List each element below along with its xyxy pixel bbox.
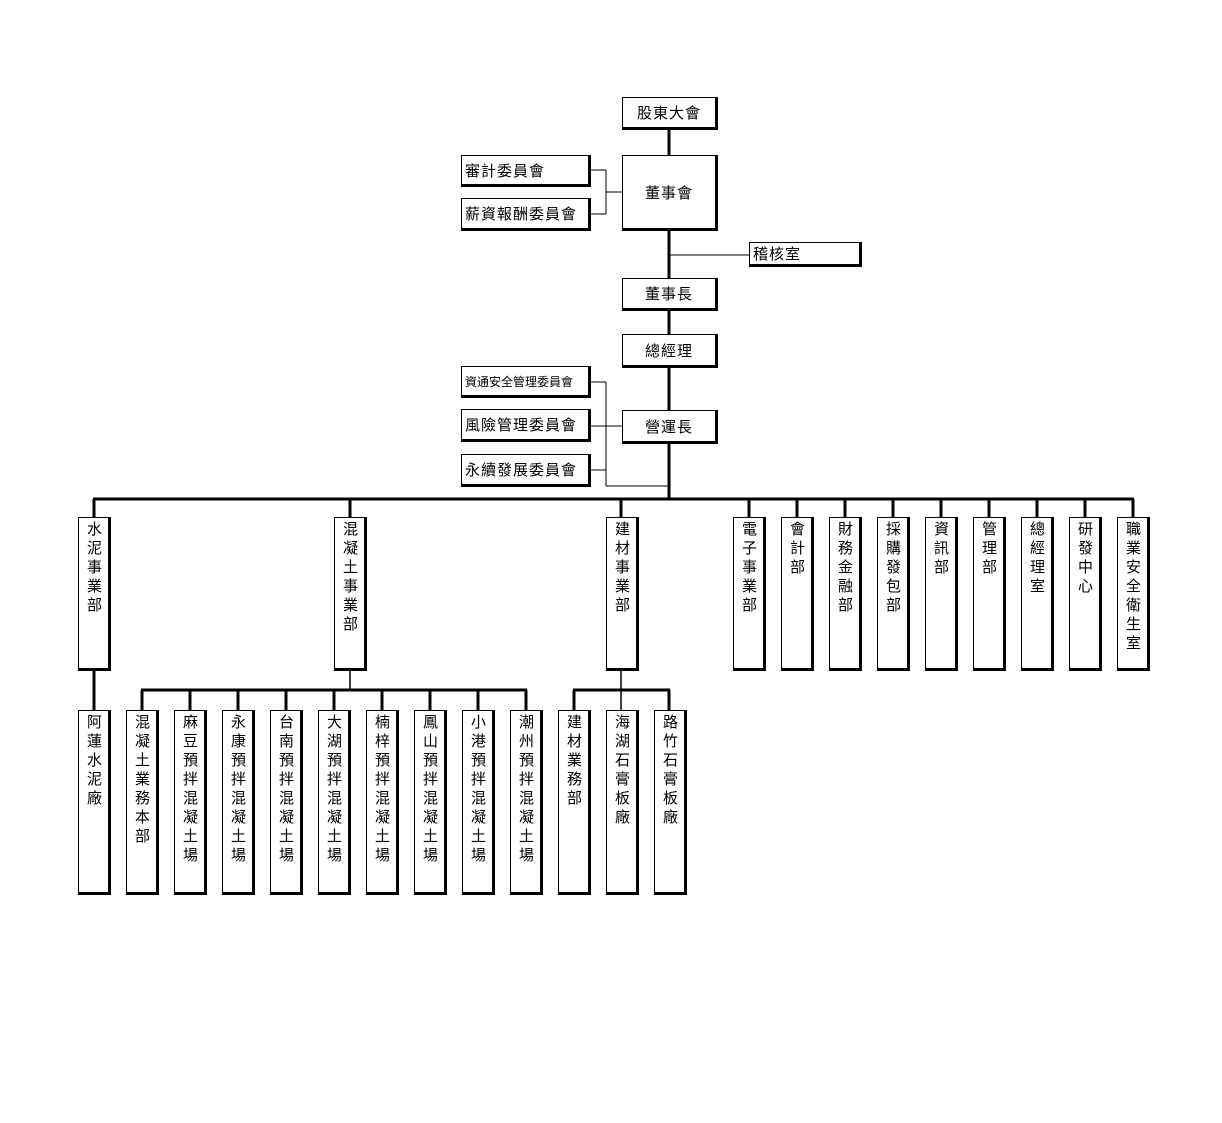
unit-concrete-business-hq-label: 混凝土業務本部 bbox=[133, 714, 151, 847]
unit-luzhu-gypsum-plant: 路竹石膏板廠 bbox=[654, 710, 687, 895]
division-cement: 水泥事業部 bbox=[78, 517, 111, 671]
division-it: 資訊部 bbox=[925, 517, 958, 671]
infosec-committee-box: 資通安全管理委員會 bbox=[461, 366, 591, 398]
shareholders-box: 股東大會 bbox=[622, 97, 718, 130]
unit-alian-cement-plant: 阿蓮水泥廠 bbox=[78, 710, 111, 895]
division-rnd-label: 研發中心 bbox=[1076, 521, 1094, 597]
unit-madou-plant: 麻豆預拌混凝土場 bbox=[174, 710, 207, 895]
unit-haihu-gypsum-plant-label: 海湖石膏板廠 bbox=[613, 714, 631, 828]
audit-committee-box: 審計委員會 bbox=[461, 155, 591, 187]
unit-tainan-plant: 台南預拌混凝土場 bbox=[270, 710, 303, 895]
risk-committee-box: 風險管理委員會 bbox=[461, 409, 591, 442]
chairman-box: 董事長 bbox=[622, 278, 718, 311]
unit-yongkang-plant-label: 永康預拌混凝土場 bbox=[229, 714, 247, 866]
unit-materials-business-dept-label: 建材業務部 bbox=[565, 714, 583, 809]
division-management-label: 管理部 bbox=[980, 521, 998, 578]
division-procurement-label: 採購發包部 bbox=[884, 521, 902, 616]
sustainability-committee-box: 永續發展委員會 bbox=[461, 454, 591, 487]
unit-haihu-gypsum-plant: 海湖石膏板廠 bbox=[606, 710, 639, 895]
internal-audit-box: 稽核室 bbox=[749, 242, 862, 267]
unit-fengshan-plant-label: 鳳山預拌混凝土場 bbox=[421, 714, 439, 866]
division-procurement: 採購發包部 bbox=[877, 517, 910, 671]
division-finance: 財務金融部 bbox=[829, 517, 862, 671]
unit-xiaogang-plant-label: 小港預拌混凝土場 bbox=[469, 714, 487, 866]
division-ohs: 職業安全衛生室 bbox=[1117, 517, 1150, 671]
unit-fengshan-plant: 鳳山預拌混凝土場 bbox=[414, 710, 447, 895]
division-concrete: 混凝土事業部 bbox=[334, 517, 367, 671]
unit-chaozhou-plant-label: 潮州預拌混凝土場 bbox=[517, 714, 535, 866]
unit-alian-cement-plant-label: 阿蓮水泥廠 bbox=[85, 714, 103, 809]
division-building-materials: 建材事業部 bbox=[606, 517, 639, 671]
division-accounting-label: 會計部 bbox=[788, 521, 806, 578]
division-ohs-label: 職業安全衛生室 bbox=[1124, 521, 1142, 654]
board-box: 董事會 bbox=[622, 155, 718, 231]
general-manager-box: 總經理 bbox=[622, 334, 718, 368]
division-concrete-label: 混凝土事業部 bbox=[341, 521, 359, 635]
unit-nanzi-plant: 楠梓預拌混凝土場 bbox=[366, 710, 399, 895]
division-finance-label: 財務金融部 bbox=[836, 521, 854, 616]
division-cement-label: 水泥事業部 bbox=[85, 521, 103, 616]
unit-chaozhou-plant: 潮州預拌混凝土場 bbox=[510, 710, 543, 895]
unit-dahu-plant: 大湖預拌混凝土場 bbox=[318, 710, 351, 895]
unit-luzhu-gypsum-plant-label: 路竹石膏板廠 bbox=[661, 714, 679, 828]
unit-materials-business-dept: 建材業務部 bbox=[558, 710, 591, 895]
unit-tainan-plant-label: 台南預拌混凝土場 bbox=[277, 714, 295, 866]
unit-yongkang-plant: 永康預拌混凝土場 bbox=[222, 710, 255, 895]
unit-nanzi-plant-label: 楠梓預拌混凝土場 bbox=[373, 714, 391, 866]
division-gm-office-label: 總經理室 bbox=[1028, 521, 1046, 597]
compensation-committee-box: 薪資報酬委員會 bbox=[461, 198, 591, 231]
unit-xiaogang-plant: 小港預拌混凝土場 bbox=[462, 710, 495, 895]
coo-box: 營運長 bbox=[622, 410, 718, 444]
unit-dahu-plant-label: 大湖預拌混凝土場 bbox=[325, 714, 343, 866]
unit-madou-plant-label: 麻豆預拌混凝土場 bbox=[181, 714, 199, 866]
division-building-materials-label: 建材事業部 bbox=[613, 521, 631, 616]
division-electronics-label: 電子事業部 bbox=[740, 521, 758, 616]
division-rnd: 研發中心 bbox=[1069, 517, 1102, 671]
unit-concrete-business-hq: 混凝土業務本部 bbox=[126, 710, 159, 895]
division-electronics: 電子事業部 bbox=[733, 517, 766, 671]
division-gm-office: 總經理室 bbox=[1021, 517, 1054, 671]
division-management: 管理部 bbox=[973, 517, 1006, 671]
division-it-label: 資訊部 bbox=[932, 521, 950, 578]
division-accounting: 會計部 bbox=[781, 517, 814, 671]
